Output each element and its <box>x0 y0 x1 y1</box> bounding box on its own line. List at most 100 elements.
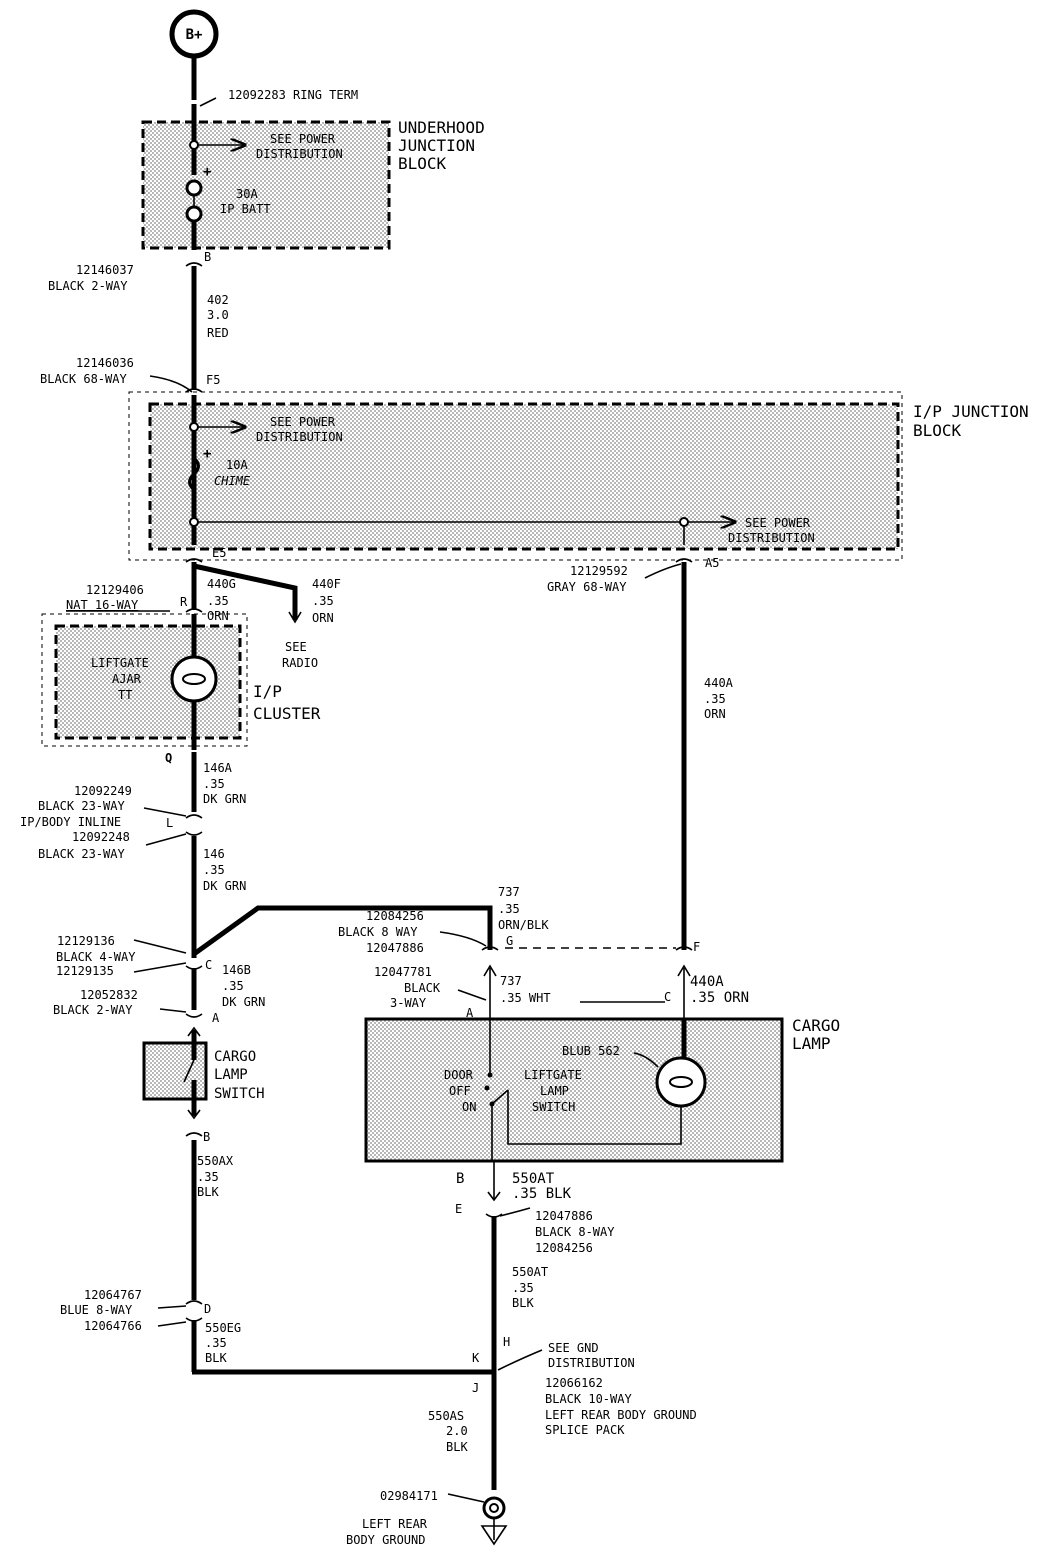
svg-text:OFF: OFF <box>449 1084 471 1098</box>
svg-text:BLK: BLK <box>205 1351 227 1365</box>
battery-source-icon: B+ <box>169 9 219 59</box>
svg-text:LEFT REAR BODY GROUND: LEFT REAR BODY GROUND <box>545 1408 697 1422</box>
svg-text:.35 BLK: .35 BLK <box>512 1186 572 1202</box>
svg-text:2.0: 2.0 <box>446 1424 468 1438</box>
svg-text:.35 ORN: .35 ORN <box>690 990 749 1006</box>
svg-text:12084256: 12084256 <box>535 1241 593 1255</box>
svg-text:E: E <box>455 1202 462 1216</box>
svg-text:3.0: 3.0 <box>207 308 229 322</box>
svg-text:550AS: 550AS <box>428 1409 464 1423</box>
ip-cluster-outline <box>41 613 248 747</box>
ground-icon <box>480 1496 508 1546</box>
svg-text:ORN: ORN <box>704 707 726 721</box>
svg-text:.35: .35 <box>312 594 334 608</box>
svg-text:SEE POWER: SEE POWER <box>270 415 336 429</box>
svg-text:440A: 440A <box>690 974 724 990</box>
ip-junction-outline <box>128 391 903 561</box>
svg-text:R: R <box>180 595 188 609</box>
svg-text:BLK: BLK <box>512 1296 534 1310</box>
see-radio-label: SEE <box>285 640 307 654</box>
svg-text:SEE POWER: SEE POWER <box>745 516 811 530</box>
svg-text:+: + <box>203 446 211 462</box>
svg-text:3-WAY: 3-WAY <box>390 996 427 1010</box>
svg-text:BLACK 4-WAY: BLACK 4-WAY <box>56 950 136 964</box>
svg-text:12047886: 12047886 <box>366 941 424 955</box>
svg-text:440F: 440F <box>312 577 341 591</box>
wire-440a-label: 440A <box>704 676 734 690</box>
svg-text:F: F <box>693 940 700 954</box>
svg-text:.35: .35 <box>512 1281 534 1295</box>
svg-text:B: B <box>203 1130 210 1144</box>
svg-text:BLACK 2-WAY: BLACK 2-WAY <box>48 279 128 293</box>
svg-text:BLUB 562: BLUB 562 <box>562 1044 620 1058</box>
svg-text:.35: .35 <box>222 979 244 993</box>
svg-text:.35: .35 <box>498 902 520 916</box>
svg-text:L: L <box>166 816 173 830</box>
svg-text:RED: RED <box>207 326 229 340</box>
svg-text:LIFTGATE: LIFTGATE <box>91 656 149 670</box>
svg-text:C: C <box>664 990 671 1004</box>
svg-text:DISTRIBUTION: DISTRIBUTION <box>728 531 815 545</box>
svg-text:JUNCTION: JUNCTION <box>398 136 475 155</box>
svg-text:12084256: 12084256 <box>366 909 424 923</box>
svg-text:TT: TT <box>118 688 132 702</box>
svg-text:12129136: 12129136 <box>57 934 115 948</box>
cargo-lamp-block <box>364 1017 784 1163</box>
svg-text:Q: Q <box>165 751 172 765</box>
ip-block-title: I/P JUNCTION <box>913 402 1029 421</box>
underhood-junction-block <box>141 120 391 250</box>
svg-text:CHIME: CHIME <box>214 474 251 488</box>
svg-text:10A: 10A <box>226 458 248 472</box>
svg-text:146B: 146B <box>222 963 251 977</box>
svg-text:A5: A5 <box>705 556 719 570</box>
svg-text:CARGO: CARGO <box>214 1049 256 1065</box>
svg-text:BLACK 2-WAY: BLACK 2-WAY <box>53 1003 133 1017</box>
svg-text:LIFTGATE: LIFTGATE <box>524 1068 582 1082</box>
svg-text:.35: .35 <box>704 692 726 706</box>
svg-text:LAMP: LAMP <box>792 1034 831 1053</box>
svg-text:ORN: ORN <box>207 609 229 623</box>
svg-text:A: A <box>466 1006 474 1020</box>
svg-text:DISTRIBUTION: DISTRIBUTION <box>548 1356 635 1370</box>
svg-text:737: 737 <box>498 885 520 899</box>
svg-text:UNDERHOOD: UNDERHOOD <box>398 118 485 137</box>
svg-text:LAMP: LAMP <box>540 1084 569 1098</box>
svg-text:ORN: ORN <box>312 611 334 625</box>
connector-label: 12146037 <box>76 263 134 277</box>
svg-text:02984171: 02984171 <box>380 1489 438 1503</box>
ip-junction-block <box>148 402 900 551</box>
svg-text:DISTRIBUTION: DISTRIBUTION <box>256 430 343 444</box>
wire-402-label: 402 <box>207 293 229 307</box>
svg-text:BLUE 8-WAY: BLUE 8-WAY <box>60 1303 133 1317</box>
svg-text:BLOCK: BLOCK <box>398 154 447 173</box>
svg-text:ORN/BLK: ORN/BLK <box>498 918 549 932</box>
svg-text:.35: .35 <box>205 1336 227 1350</box>
svg-text:.35: .35 <box>203 777 225 791</box>
svg-text:BLACK: BLACK <box>404 981 441 995</box>
svg-text:12129592: 12129592 <box>570 564 628 578</box>
svg-text:E5: E5 <box>212 546 226 560</box>
svg-text:DOOR: DOOR <box>444 1068 474 1082</box>
svg-text:CLUSTER: CLUSTER <box>253 704 321 723</box>
svg-text:550AX: 550AX <box>197 1154 234 1168</box>
svg-text:DK GRN: DK GRN <box>203 879 246 893</box>
svg-text:12064767: 12064767 <box>84 1288 142 1302</box>
svg-text:BLACK 10-WAY: BLACK 10-WAY <box>545 1392 632 1406</box>
svg-text:.35: .35 <box>197 1170 219 1184</box>
splice-pack: K H J <box>472 1335 510 1395</box>
ring-term-label: 12092283 RING TERM <box>228 88 358 102</box>
fuse-name: IP BATT <box>220 202 271 216</box>
svg-text:BLACK 8 WAY: BLACK 8 WAY <box>338 925 418 939</box>
svg-text:BLK: BLK <box>197 1185 219 1199</box>
svg-text:IP/BODY INLINE: IP/BODY INLINE <box>20 815 121 829</box>
svg-text:NAT 16-WAY: NAT 16-WAY <box>66 598 139 612</box>
svg-text:737: 737 <box>500 974 522 988</box>
svg-text:12092248: 12092248 <box>72 830 130 844</box>
svg-text:SPLICE PACK: SPLICE PACK <box>545 1423 625 1437</box>
cluster-title: I/P <box>253 682 282 701</box>
liftgate-ajar-lamp-icon <box>170 655 218 703</box>
see-power-label: SEE POWER <box>270 132 336 146</box>
svg-text:J: J <box>472 1381 479 1395</box>
